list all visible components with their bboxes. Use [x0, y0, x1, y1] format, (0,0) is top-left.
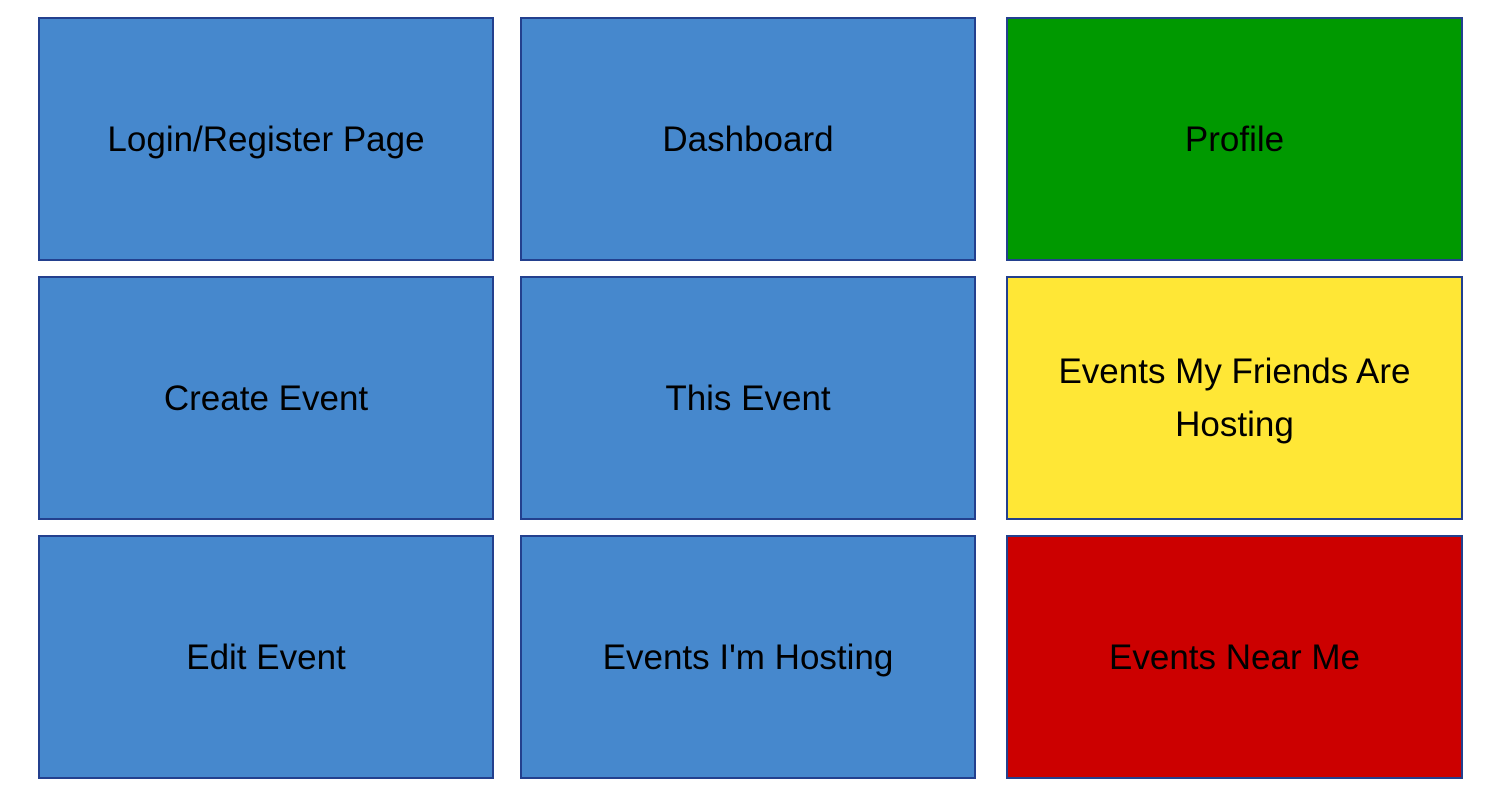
tile-label: Events I'm Hosting: [602, 637, 894, 677]
tile-label: Create Event: [163, 378, 369, 418]
tile-events-im-hosting[interactable]: Events I'm Hosting: [520, 535, 976, 779]
tile-events-my-friends-are-hosting[interactable]: Events My Friends Are Hosting: [1006, 276, 1463, 520]
tile-label: Login/Register Page: [107, 119, 425, 159]
tile-profile[interactable]: Profile: [1006, 17, 1463, 261]
tile-dashboard[interactable]: Dashboard: [520, 17, 976, 261]
tile-edit-event[interactable]: Edit Event: [38, 535, 494, 779]
tile-label: Profile: [1184, 119, 1285, 159]
tile-label: Events My Friends Are Hosting: [1058, 352, 1411, 444]
tile-label: This Event: [665, 378, 831, 418]
tile-this-event[interactable]: This Event: [520, 276, 976, 520]
tile-label: Edit Event: [186, 637, 346, 677]
tile-label: Events Near Me: [1109, 637, 1360, 677]
tile-create-event[interactable]: Create Event: [38, 276, 494, 520]
tile-login-register-page[interactable]: Login/Register Page: [38, 17, 494, 261]
tile-label: Dashboard: [662, 119, 834, 159]
tile-events-near-me[interactable]: Events Near Me: [1006, 535, 1463, 779]
